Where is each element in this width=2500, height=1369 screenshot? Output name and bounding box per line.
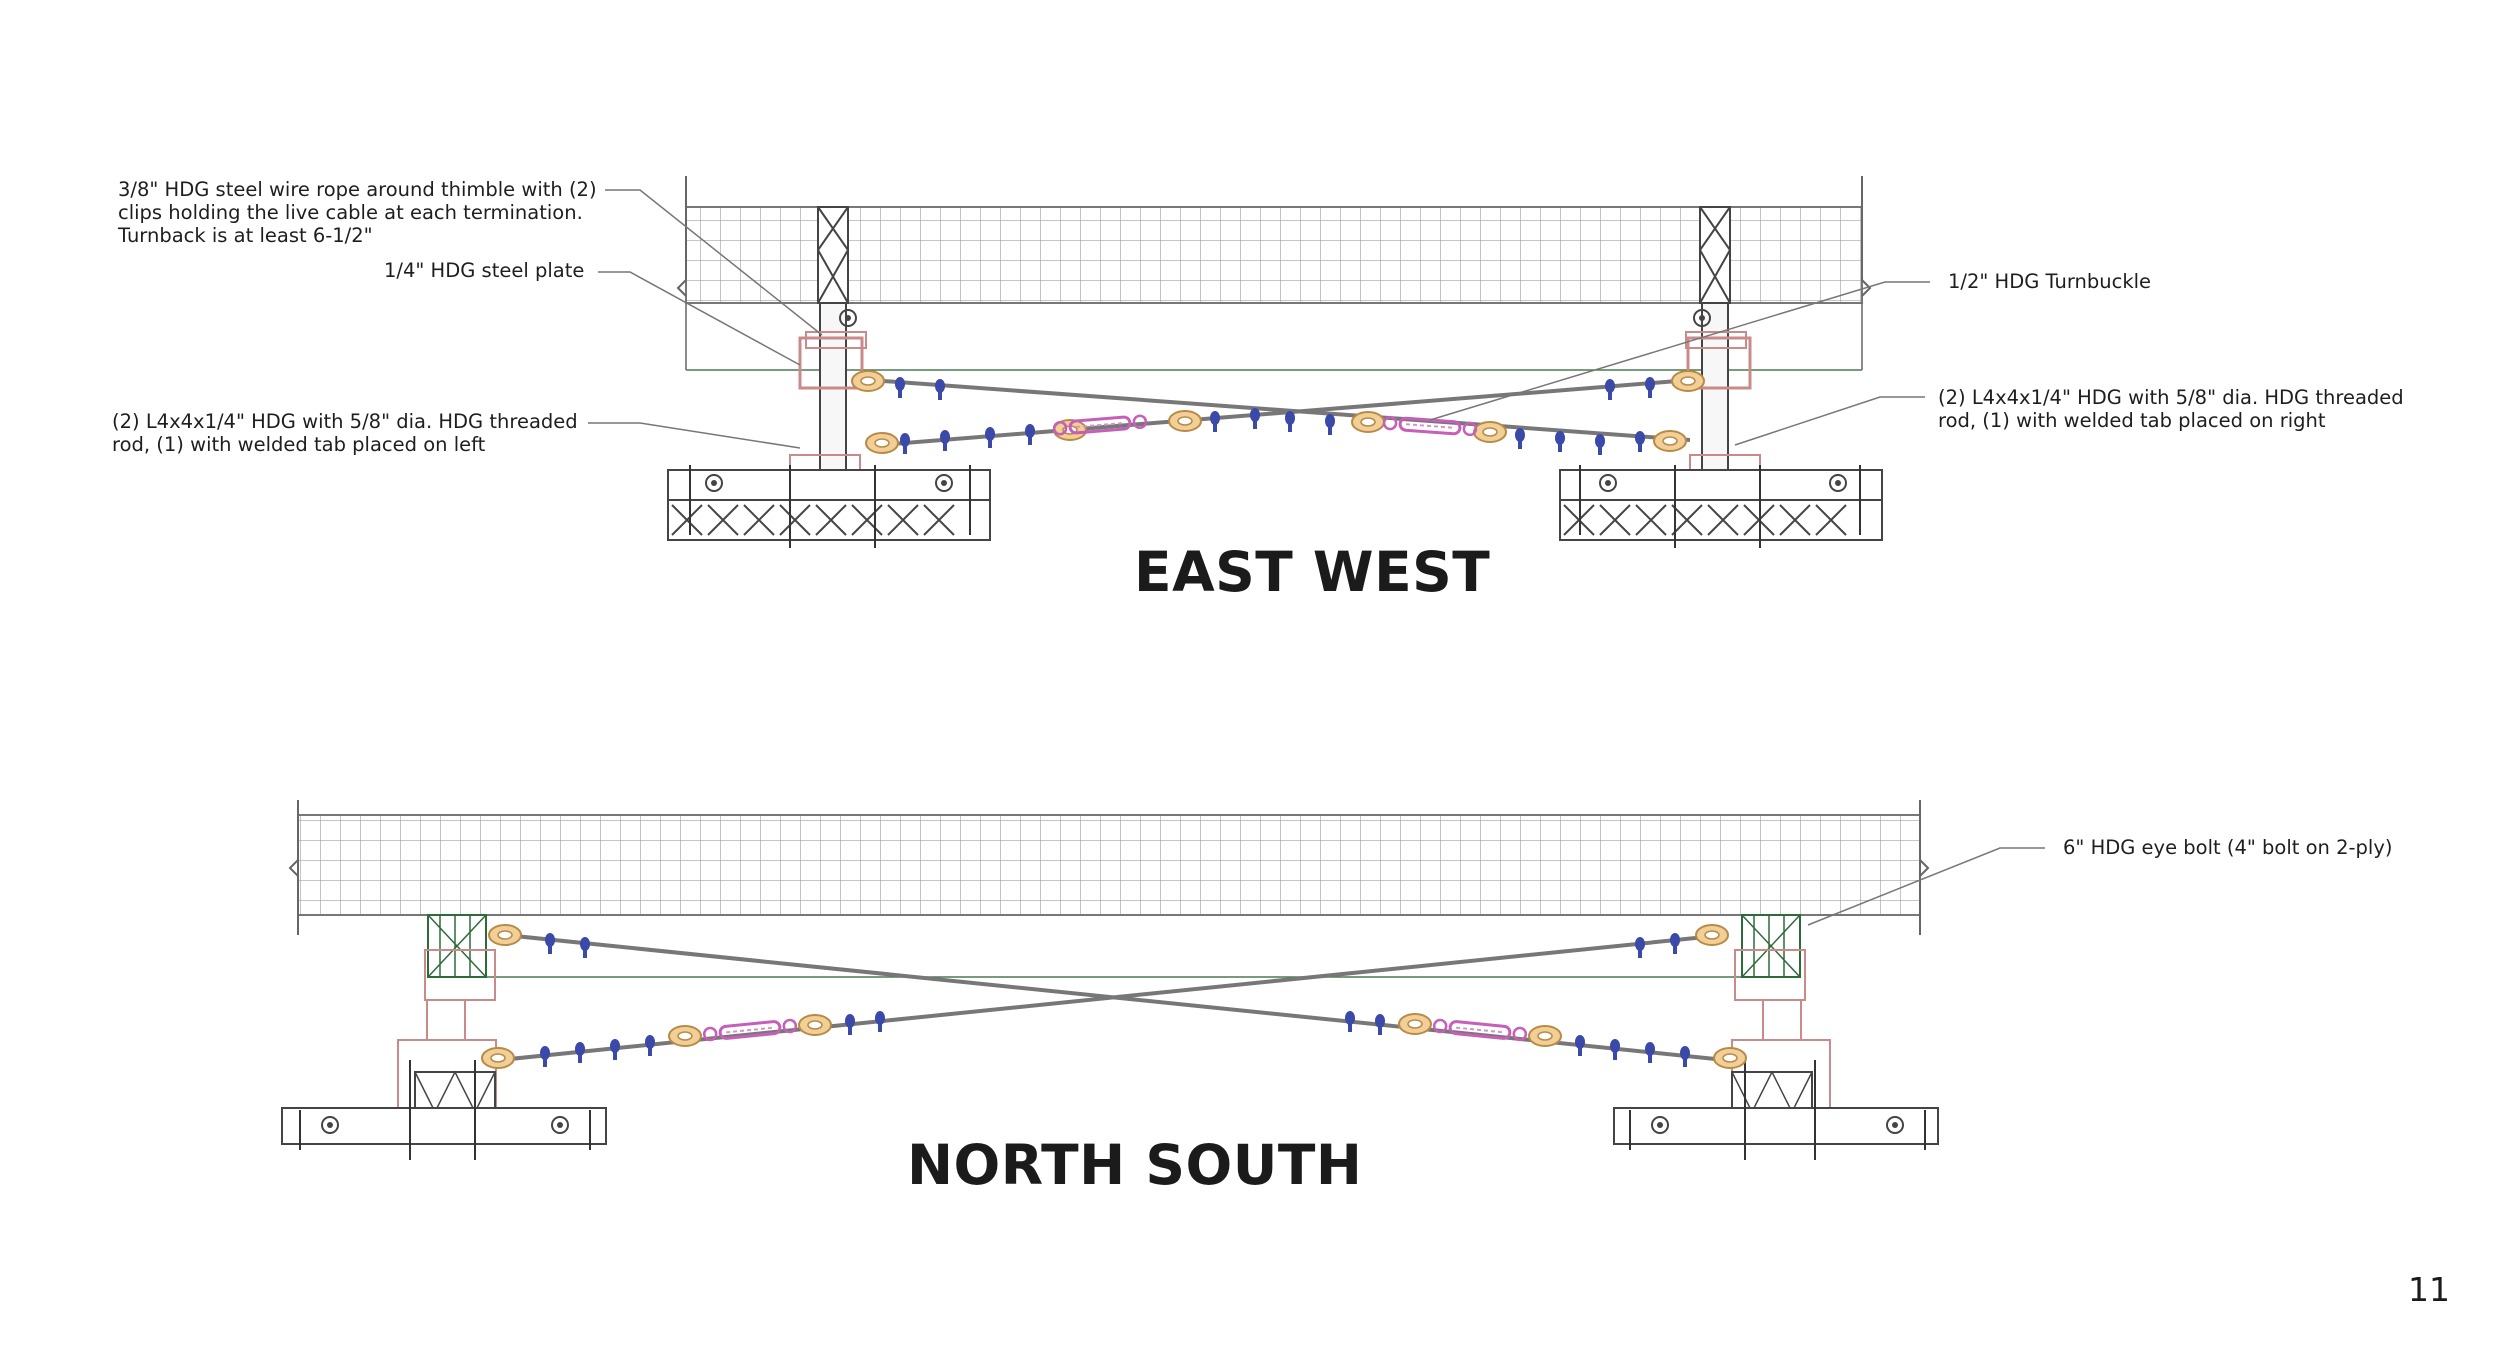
ns-cables: [481, 924, 1747, 1069]
callout-turnbuckle: 1/2" HDG Turnbuckle: [1948, 270, 2152, 293]
ew-right-support: [1559, 206, 1883, 548]
ew-floor-slab: [676, 176, 1872, 371]
ew-leader-lines: [588, 189, 1930, 449]
north-south-elevation: [281, 800, 2045, 1160]
ns-floor-slab: [288, 800, 1930, 978]
callout-angle-left: (2) L4x4x1/4" HDG with 5/8" dia. HDG thr…: [112, 410, 578, 456]
page-number: 11: [2408, 1270, 2450, 1309]
callout-steel-plate: 1/4" HDG steel plate: [384, 259, 585, 282]
ns-left-support: [281, 914, 607, 1160]
callout-eye-bolt: 6" HDG eye bolt (4" bolt on 2-ply): [2063, 836, 2393, 859]
ew-cables: [851, 370, 1705, 455]
title-east-west: EAST WEST: [1134, 540, 1491, 604]
east-west-elevation: [588, 176, 1930, 548]
ns-leader-lines: [1807, 847, 2045, 926]
ns-right-support: [1613, 914, 1939, 1160]
callout-wire-rope: 3/8" HDG steel wire rope around thimble …: [118, 178, 597, 247]
title-north-south: NORTH SOUTH: [907, 1133, 1363, 1197]
callout-angle-right: (2) L4x4x1/4" HDG with 5/8" dia. HDG thr…: [1938, 386, 2404, 432]
ew-left-support: [667, 206, 991, 548]
